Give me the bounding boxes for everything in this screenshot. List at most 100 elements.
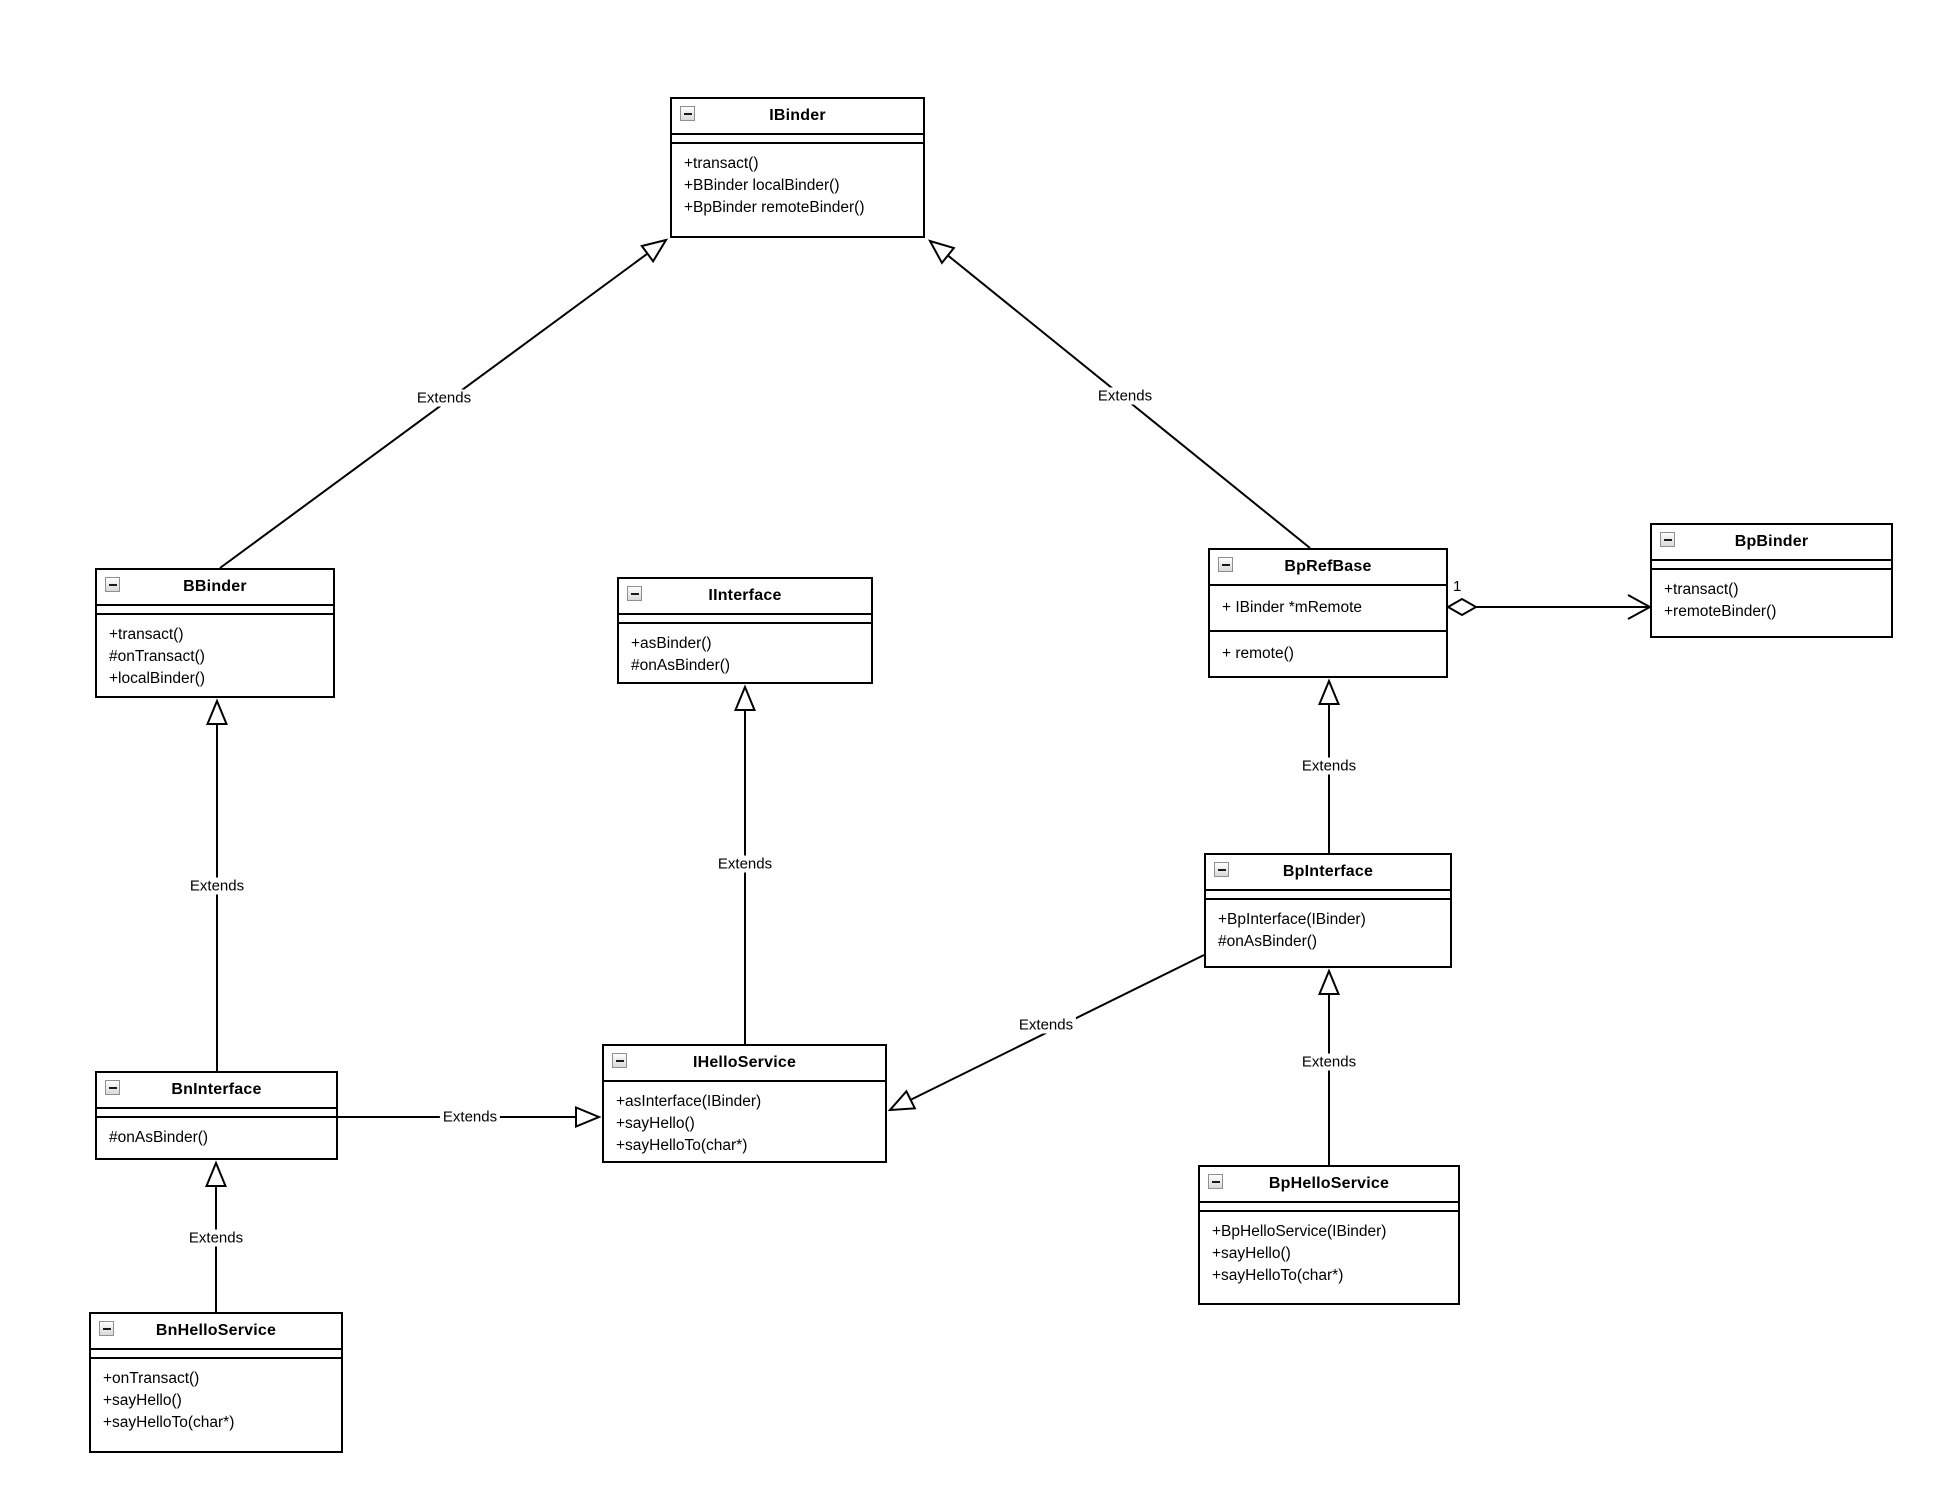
operations-compartment: #onAsBinder() [97, 1118, 336, 1158]
edge-label-extends: Extends [439, 1108, 501, 1126]
class-box-bphelloservice[interactable]: BpHelloService +BpHelloService(IBinder) … [1198, 1165, 1460, 1305]
operation: +sayHelloTo(char*) [616, 1137, 748, 1154]
collapse-icon[interactable] [1660, 532, 1675, 547]
class-title: IBinder [769, 107, 826, 124]
minus-glyph [1211, 1180, 1220, 1183]
class-header: BpBinder [1652, 525, 1891, 561]
class-title: BpHelloService [1268, 1175, 1390, 1192]
edge-label-extends: Extends [1298, 1053, 1360, 1071]
class-header: BpRefBase [1210, 550, 1446, 586]
class-box-ihelloservice[interactable]: IHelloService +asInterface(IBinder) +say… [602, 1044, 887, 1163]
aggregation-diamond [1445, 597, 1479, 617]
edge-label-extends: Extends [1015, 1016, 1077, 1034]
class-title: BnInterface [171, 1081, 262, 1098]
collapse-icon[interactable] [105, 577, 120, 592]
operation: +sayHello() [1212, 1245, 1291, 1262]
operation: +remoteBinder() [1664, 603, 1777, 620]
class-box-bpinterface[interactable]: BpInterface +BpInterface(IBinder) #onAsB… [1204, 853, 1452, 968]
operations-compartment: +transact() +remoteBinder() [1652, 570, 1891, 636]
operations-compartment: +BpInterface(IBinder) #onAsBinder() [1206, 900, 1450, 966]
operation: +sayHelloTo(char*) [1212, 1267, 1344, 1284]
operation: + remote() [1222, 645, 1294, 662]
operation: +BBinder localBinder() [684, 177, 840, 194]
class-title: BnHelloService [155, 1322, 277, 1339]
operations-compartment: +transact() #onTransact() +localBinder() [97, 615, 333, 696]
operation: #onAsBinder() [109, 1129, 209, 1146]
attributes-compartment-empty [91, 1350, 341, 1359]
operation: +BpBinder remoteBinder() [684, 199, 865, 216]
collapse-icon[interactable] [680, 106, 695, 121]
minus-glyph [683, 112, 692, 115]
edge-label-extends: Extends [1094, 387, 1156, 405]
operation: +asInterface(IBinder) [616, 1093, 762, 1110]
edge-label-extends: Extends [186, 877, 248, 895]
operations-compartment: +transact() +BBinder localBinder() +BpBi… [672, 144, 923, 236]
attributes-compartment-empty [1200, 1203, 1458, 1212]
collapse-icon[interactable] [627, 586, 642, 601]
class-header: IBinder [672, 99, 923, 135]
operation: +transact() [684, 155, 759, 172]
operation: +asBinder() [631, 635, 712, 652]
operation: #onAsBinder() [631, 657, 731, 674]
minus-glyph [630, 592, 639, 595]
minus-glyph [108, 583, 117, 586]
collapse-icon[interactable] [1208, 1174, 1223, 1189]
minus-glyph [1221, 563, 1230, 566]
attributes-compartment-empty [672, 135, 923, 144]
operation: +sayHello() [616, 1115, 695, 1132]
class-header: BpInterface [1206, 855, 1450, 891]
class-header: IInterface [619, 579, 871, 615]
collapse-icon[interactable] [99, 1321, 114, 1336]
operation: +transact() [109, 626, 184, 643]
class-box-bninterface[interactable]: BnInterface #onAsBinder() [95, 1071, 338, 1160]
class-title: BBinder [183, 578, 247, 595]
class-header: BBinder [97, 570, 333, 606]
attributes-compartment: + IBinder *mRemote [1210, 586, 1446, 632]
class-header: BnHelloService [91, 1314, 341, 1350]
class-title: BpRefBase [1284, 558, 1372, 575]
minus-glyph [102, 1327, 111, 1330]
operation: +onTransact() [103, 1370, 200, 1387]
collapse-icon[interactable] [612, 1053, 627, 1068]
collapse-icon[interactable] [1218, 557, 1233, 572]
operation: +BpHelloService(IBinder) [1212, 1223, 1387, 1240]
class-header: BnInterface [97, 1073, 336, 1109]
operation: +sayHelloTo(char*) [103, 1414, 235, 1431]
edge-label-extends: Extends [413, 389, 475, 407]
class-box-bnhelloservice[interactable]: BnHelloService +onTransact() +sayHello()… [89, 1312, 343, 1453]
operation: #onAsBinder() [1218, 933, 1318, 950]
operations-compartment: +asBinder() #onAsBinder() [619, 624, 871, 682]
attributes-compartment-empty [619, 615, 871, 624]
multiplicity-label: 1 [1451, 578, 1464, 595]
operations-compartment: +asInterface(IBinder) +sayHello() +sayHe… [604, 1082, 885, 1161]
class-box-bprefbase[interactable]: BpRefBase + IBinder *mRemote + remote() [1208, 548, 1448, 678]
class-box-bbinder[interactable]: BBinder +transact() #onTransact() +local… [95, 568, 335, 698]
operation: +BpInterface(IBinder) [1218, 911, 1366, 928]
collapse-icon[interactable] [105, 1080, 120, 1095]
attributes-compartment-empty [97, 1109, 336, 1118]
minus-glyph [1217, 868, 1226, 871]
edge-label-extends: Extends [714, 855, 776, 873]
operation: #onTransact() [109, 648, 205, 665]
class-title: BpBinder [1734, 533, 1809, 550]
edge-label-extends: Extends [185, 1229, 247, 1247]
class-header: BpHelloService [1200, 1167, 1458, 1203]
attributes-compartment-empty [1206, 891, 1450, 900]
attributes-compartment-empty [1652, 561, 1891, 570]
attributes-compartment-empty [604, 1161, 885, 1170]
operation: +sayHello() [103, 1392, 182, 1409]
operation: +localBinder() [109, 670, 206, 687]
operations-compartment: + remote() [1210, 632, 1446, 676]
class-box-ibinder[interactable]: IBinder +transact() +BBinder localBinder… [670, 97, 925, 238]
edge-label-extends: Extends [1298, 757, 1360, 775]
class-title: IHelloService [692, 1054, 797, 1071]
class-box-bpbinder[interactable]: BpBinder +transact() +remoteBinder() [1650, 523, 1893, 638]
attribute: + IBinder *mRemote [1222, 599, 1362, 616]
class-title: IInterface [708, 587, 782, 604]
class-box-iinterface[interactable]: IInterface +asBinder() #onAsBinder() [617, 577, 873, 684]
class-title: BpInterface [1282, 863, 1374, 880]
collapse-icon[interactable] [1214, 862, 1229, 877]
operations-compartment: +onTransact() +sayHello() +sayHelloTo(ch… [91, 1359, 341, 1451]
